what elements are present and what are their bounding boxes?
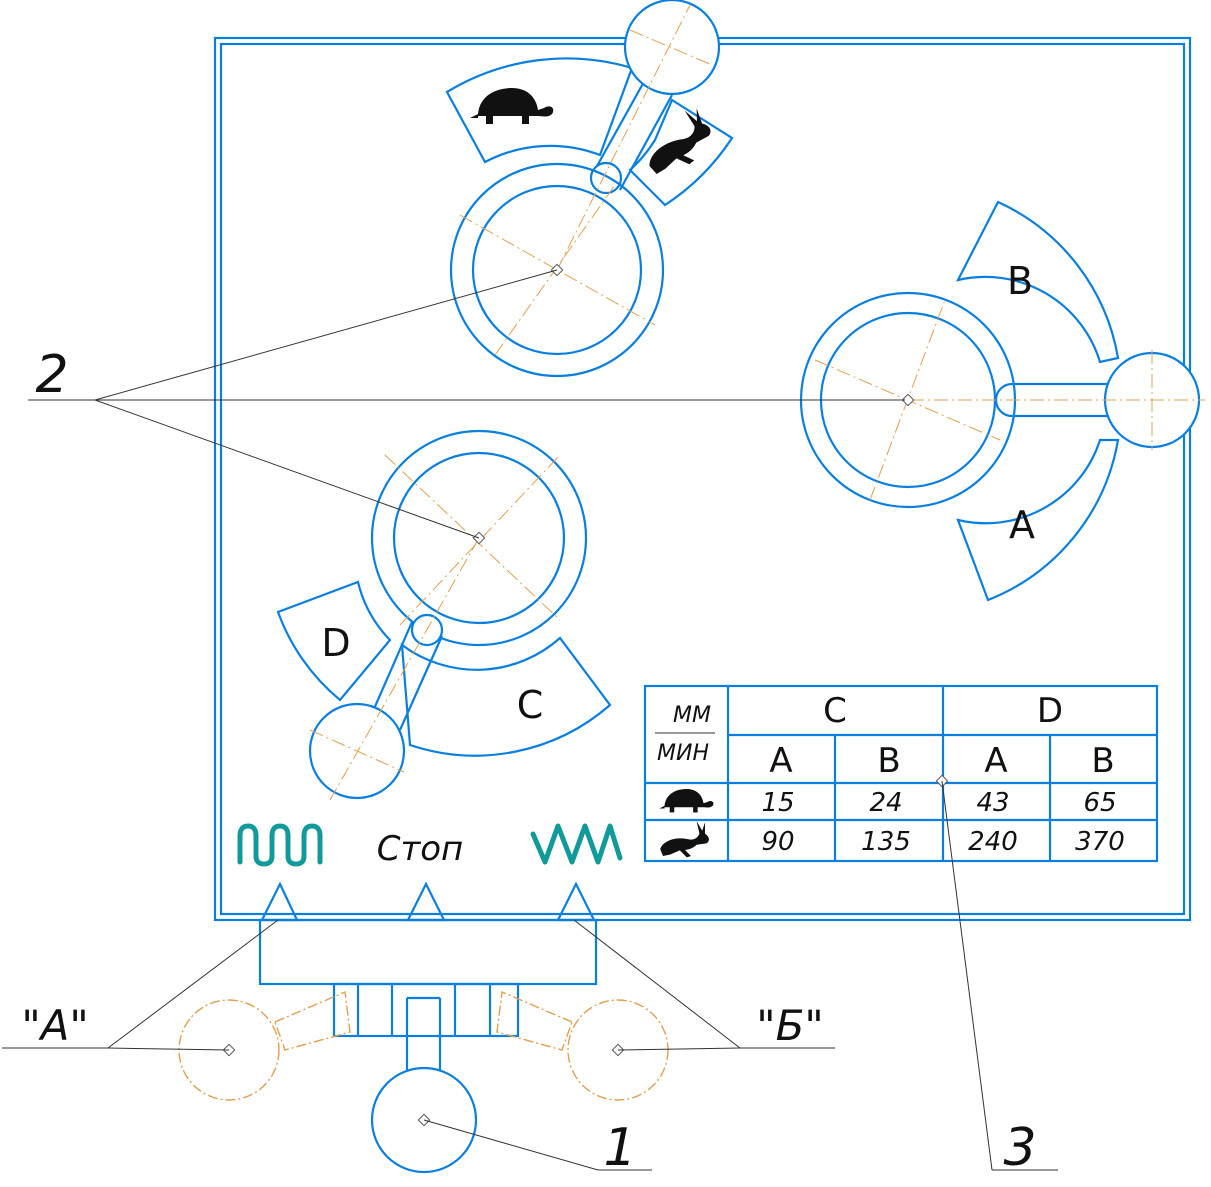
phantom-position-a bbox=[178, 990, 351, 1101]
callout-position-b: "Б" bbox=[756, 1001, 823, 1050]
feed-selector-dial[interactable]: D C bbox=[276, 429, 612, 801]
table-sub-header: A bbox=[984, 741, 1007, 781]
table-sub-header: B bbox=[877, 741, 900, 781]
table-unit-bottom: МИН bbox=[657, 741, 709, 766]
table-cell: 135 bbox=[861, 827, 911, 857]
speed-lever-ball[interactable] bbox=[623, 0, 721, 96]
range-upper-sector bbox=[955, 200, 1120, 364]
turtle-icon bbox=[470, 88, 554, 124]
feed-rate-table: ММ МИН C D A B A B 15 24 43 65 90 135 24… bbox=[643, 684, 1159, 863]
leader-lines bbox=[2, 269, 1058, 1171]
speed-dial-knob[interactable] bbox=[471, 184, 643, 356]
range-lower-sector bbox=[956, 438, 1120, 602]
feed-left-label: D bbox=[321, 621, 350, 665]
table-unit-top: ММ bbox=[673, 703, 711, 728]
callout-position-a: "A" bbox=[21, 1001, 88, 1050]
table-cell: 240 bbox=[968, 827, 1018, 857]
stop-label: Стоп bbox=[377, 829, 464, 869]
table-cell: 24 bbox=[869, 788, 902, 818]
table-sub-header: B bbox=[1091, 741, 1114, 781]
fast-sector bbox=[628, 98, 734, 207]
table-sub-header: A bbox=[769, 741, 792, 781]
table-group-header: C bbox=[823, 691, 847, 731]
range-lower-label: A bbox=[1009, 503, 1035, 547]
speed-selector-dial[interactable] bbox=[445, 0, 734, 378]
feed-dial-knob[interactable] bbox=[392, 451, 566, 625]
turtle-icon bbox=[659, 789, 714, 813]
handle-hub bbox=[332, 982, 520, 1038]
callout-knobs: 2 bbox=[35, 345, 68, 405]
table-cell: 370 bbox=[1075, 827, 1125, 857]
rabbit-icon bbox=[660, 821, 709, 858]
handle-housing bbox=[258, 918, 598, 986]
speed-dial-outer-ring bbox=[449, 162, 665, 378]
speed-lever-stem-end bbox=[589, 161, 623, 195]
callout-handle: 1 bbox=[603, 1118, 636, 1178]
table-cell: 65 bbox=[1083, 788, 1116, 818]
feed-left-sector bbox=[276, 580, 392, 702]
rabbit-icon bbox=[635, 104, 719, 178]
feed-right-sector bbox=[400, 636, 612, 757]
range-dial-center-node bbox=[901, 393, 915, 407]
feed-dial-outer-ring bbox=[370, 429, 588, 647]
table-cell: 15 bbox=[761, 788, 794, 818]
table-cell: 43 bbox=[976, 788, 1009, 818]
range-upper-label: B bbox=[1007, 259, 1033, 303]
table-group-header: D bbox=[1037, 691, 1063, 731]
table-cell: 90 bbox=[761, 827, 794, 857]
square-wave-icon bbox=[237, 823, 323, 867]
callout-table: 3 bbox=[1003, 1118, 1036, 1178]
phantom-position-b bbox=[496, 990, 669, 1101]
sawtooth-wave-icon bbox=[530, 823, 623, 865]
mode-switch-labels: Стоп bbox=[237, 823, 623, 869]
range-selector-dial[interactable]: B A bbox=[790, 200, 1205, 602]
feed-right-label: C bbox=[517, 683, 544, 727]
